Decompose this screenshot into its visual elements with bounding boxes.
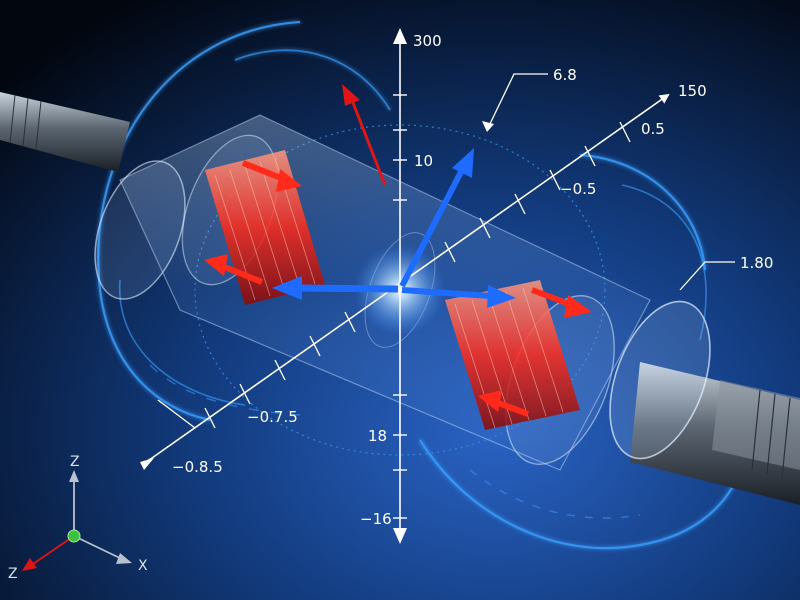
red-arrow-top: [342, 84, 387, 186]
axis-labels: 300 10 18 −16 6.8 1.80 150 0.5 −0.5 −0.7…: [172, 32, 773, 528]
triad-origin: [67, 529, 81, 543]
callout-right-value: 1.80: [740, 254, 773, 272]
blue-arrow-left: [272, 276, 399, 300]
red-arrow-left-upper: [241, 160, 302, 192]
coordinate-triad: Z X Z: [8, 454, 148, 582]
vertical-tick-label-3: −16: [360, 510, 392, 528]
red-arrow-right-upper: [530, 287, 592, 318]
triad-y-label: Z: [8, 566, 18, 582]
blue-arrow-right: [401, 285, 516, 308]
vertical-tick-label-1: 10: [414, 152, 433, 170]
diagonal-label-3: −0.7.5: [247, 408, 298, 426]
vertical-axis: [393, 28, 407, 544]
red-arrow-right-lower: [478, 390, 530, 417]
diagonal-axis-end-label: 150: [678, 82, 707, 100]
callout-leaders: [157, 73, 735, 429]
callout-upper-value: 6.8: [553, 66, 577, 84]
triad-x-label: X: [138, 558, 148, 574]
triad-z-label: Z: [70, 454, 80, 470]
right-shaft: [630, 362, 800, 505]
vertical-tick-label-2: 18: [368, 427, 387, 445]
force-arrows-red: [204, 84, 592, 417]
force-arrows-blue: [272, 148, 516, 308]
blue-arrow-up: [399, 148, 474, 288]
left-shaft: [0, 92, 130, 172]
diagonal-label-4: −0.8.5: [172, 458, 223, 476]
vertical-axis-top-label: 300: [413, 32, 442, 50]
diagonal-label-1: 0.5: [641, 120, 665, 138]
right-end-ring: [609, 300, 711, 460]
diagonal-label-2: −0.5: [560, 180, 596, 198]
left-end-ring: [94, 160, 186, 300]
red-arrow-left-lower: [204, 254, 264, 285]
